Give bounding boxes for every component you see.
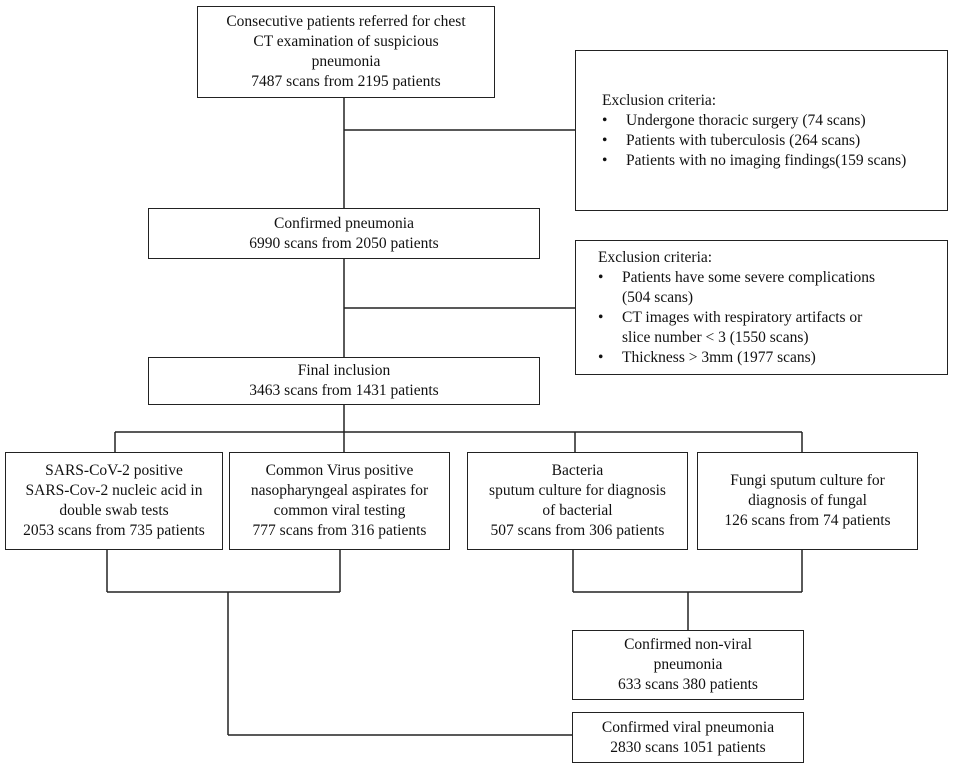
non-viral-pneumonia-box: Confirmed non-viral pneumonia 633 scans … (572, 630, 804, 700)
exclusion-criteria-box-2: Exclusion criteria: • Patients have some… (575, 240, 948, 375)
viral-pneumonia-box: Confirmed viral pneumonia 2830 scans 105… (572, 712, 804, 763)
sars-line-1: SARS-CoV-2 positive (45, 462, 183, 479)
common-virus-line-1: Common Virus positive (265, 462, 414, 479)
exclusion-1-item-text: Undergone thoracic surgery (74 scans) (626, 111, 866, 129)
common-virus-line-2: nasopharyngeal aspirates for (250, 482, 429, 499)
common-virus-line-4: 777 scans from 316 patients (252, 522, 427, 539)
sars-line-2: SARS-Cov-2 nucleic acid in (25, 482, 203, 499)
bullet-icon: • (602, 111, 608, 129)
referred-line-2: CT examination of suspicious (253, 33, 439, 50)
exclusion-1-item: • Patients with tuberculosis (264 scans) (602, 131, 947, 151)
fungi-line-3: 126 scans from 74 patients (724, 512, 891, 529)
exclusion-2-item-text: slice number < 3 (1550 scans) (622, 328, 809, 346)
confirmed-pneumonia-box: Confirmed pneumonia 6990 scans from 2050… (148, 208, 540, 259)
confirmed-line-1: Confirmed pneumonia (274, 214, 414, 232)
fungi-box: Fungi sputum culture for diagnosis of fu… (697, 452, 918, 550)
exclusion-2-item-text: (504 scans) (622, 288, 694, 306)
bacteria-line-3: of bacterial (542, 502, 613, 519)
bacteria-line-2: sputum culture for diagnosis (489, 482, 666, 499)
exclusion-2-item: • Thickness > 3mm (1977 scans) (598, 348, 947, 368)
bullet-icon: • (598, 268, 604, 286)
viral-line-1: Confirmed viral pneumonia (601, 718, 775, 736)
referred-patients-box: Consecutive patients referred for chest … (197, 6, 495, 98)
exclusion-2-item: • CT images with respiratory artifacts o… (598, 308, 947, 348)
exclusion-1-list: • Undergone thoracic surgery (74 scans) … (602, 111, 947, 171)
exclusion-2-item-text: Thickness > 3mm (1977 scans) (622, 348, 816, 366)
exclusion-criteria-box-1: Exclusion criteria: • Undergone thoracic… (575, 50, 948, 211)
sars-line-3: double swab tests (59, 502, 169, 519)
bullet-icon: • (602, 151, 608, 169)
sars-cov-2-box: SARS-CoV-2 positive SARS-Cov-2 nucleic a… (5, 452, 223, 550)
referred-line-3: pneumonia (311, 53, 381, 70)
fungi-line-2: diagnosis of fungal (748, 492, 867, 509)
final-line-1: Final inclusion (297, 362, 391, 379)
sars-line-4: 2053 scans from 735 patients (23, 522, 205, 539)
exclusion-2-item-text: CT images with respiratory artifacts or (622, 308, 863, 326)
referred-line-1: Consecutive patients referred for chest (226, 13, 466, 30)
exclusion-1-heading: Exclusion criteria: (602, 91, 717, 109)
exclusion-1-item-text: Patients with no imaging findings(159 sc… (626, 151, 907, 169)
final-inclusion-box: Final inclusion 3463 scans from 1431 pat… (148, 357, 540, 405)
non-viral-line-1: Confirmed non-viral (624, 636, 752, 653)
common-virus-line-3: common viral testing (273, 502, 406, 519)
bacteria-line-4: 507 scans from 306 patients (490, 522, 665, 539)
exclusion-1-item-text: Patients with tuberculosis (264 scans) (626, 131, 861, 149)
fungi-line-1: Fungi sputum culture for (730, 472, 885, 489)
exclusion-2-item: • Patients have some severe complication… (598, 268, 947, 308)
referred-line-4: 7487 scans from 2195 patients (251, 73, 441, 90)
exclusion-2-heading: Exclusion criteria: (598, 248, 713, 266)
common-virus-box: Common Virus positive nasopharyngeal asp… (229, 452, 450, 550)
non-viral-line-3: 633 scans 380 patients (618, 676, 758, 693)
bacteria-box: Bacteria sputum culture for diagnosis of… (467, 452, 688, 550)
exclusion-2-list: • Patients have some severe complication… (598, 268, 947, 368)
non-viral-line-2: pneumonia (653, 656, 723, 673)
viral-line-2: 2830 scans 1051 patients (610, 738, 766, 756)
final-line-2: 3463 scans from 1431 patients (249, 382, 439, 399)
exclusion-1-item: • Patients with no imaging findings(159 … (602, 151, 947, 171)
bullet-icon: • (602, 131, 608, 149)
bacteria-line-1: Bacteria (551, 462, 604, 479)
bullet-icon: • (598, 348, 604, 366)
exclusion-2-item-text: Patients have some severe complications (622, 268, 876, 286)
exclusion-1-item: • Undergone thoracic surgery (74 scans) (602, 111, 947, 131)
bullet-icon: • (598, 308, 604, 326)
confirmed-line-2: 6990 scans from 2050 patients (249, 234, 439, 252)
